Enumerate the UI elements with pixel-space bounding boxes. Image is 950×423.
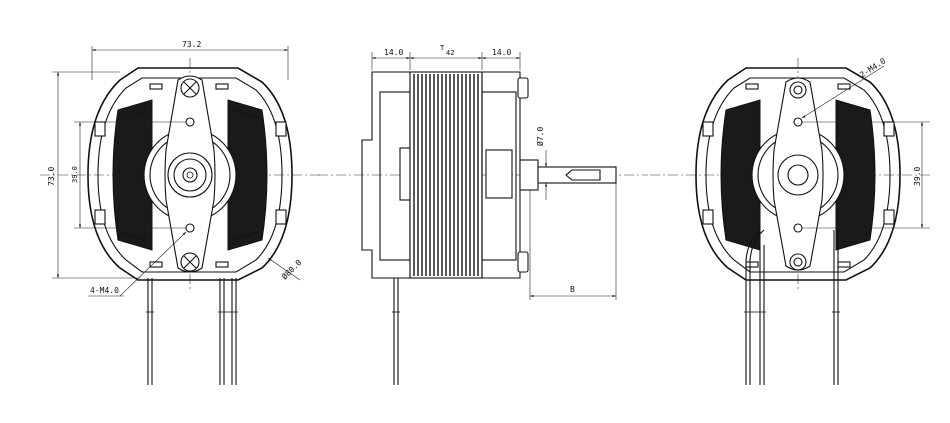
screw-top-icon (180, 78, 200, 98)
side-view: 14.0 T 42 14.0 Ø7.0 B (318, 44, 648, 385)
left-coil (112, 99, 153, 251)
front-lead-wires (146, 278, 238, 385)
lamination-lines (413, 74, 479, 276)
right-coil (227, 99, 268, 251)
dim-center-bottom: 42 (446, 49, 454, 57)
bottom-slot-right (215, 261, 229, 268)
dim-center-top: T (440, 44, 445, 52)
front-bracket (164, 75, 216, 273)
shaft-end (182, 167, 198, 183)
front-view: 73.2 73.0 39.0 Ø80.0 4-M4.0 (40, 40, 320, 385)
left-tab-bottom (94, 209, 106, 225)
back-right-coil (835, 99, 876, 251)
nut-top (517, 77, 529, 99)
shaft-collar (519, 159, 539, 191)
back-nut-bottom (789, 253, 807, 271)
back-tab-lb (702, 209, 714, 225)
dim-height: 73.0 (47, 167, 56, 186)
dim-shaft-length: B (570, 285, 575, 294)
dim-right: 14.0 (492, 48, 511, 57)
dim-width: 73.2 (182, 40, 201, 49)
nut-bottom (517, 251, 529, 273)
back-tab-rb (883, 209, 895, 225)
back-tab-lt (702, 121, 714, 137)
bearing-boss-outer (167, 152, 213, 198)
dim-holes: 4-M4.0 (90, 286, 119, 295)
back-slot-tl (745, 83, 759, 90)
back-left-coil (720, 99, 761, 251)
back-nut-top (789, 81, 807, 99)
right-tab-top (275, 121, 287, 137)
back-bracket (772, 77, 824, 271)
bearing-boss-mid (173, 158, 207, 192)
dim-left: 14.0 (384, 48, 403, 57)
back-slot-bl (745, 261, 759, 268)
back-dim-holes: 2-M4.0 (858, 56, 887, 79)
output-shaft (537, 166, 617, 184)
front-housing-outline (87, 67, 293, 281)
shaft-center (186, 171, 194, 179)
back-lead-wires (744, 229, 840, 385)
side-right-inner (481, 91, 517, 261)
back-boss-inner (787, 164, 809, 186)
back-slot-br (837, 261, 851, 268)
screw-bottom-icon (180, 252, 200, 272)
back-dim-inner-height: 39.0 (913, 167, 922, 186)
top-slot-right (215, 83, 229, 90)
dim-diameter: Ø80.0 (279, 257, 303, 281)
back-view: 2-M4.0 39.0 (650, 56, 930, 385)
right-tab-bottom (275, 209, 287, 225)
shaft-flat (565, 169, 601, 181)
back-housing-outline (695, 67, 901, 281)
left-tab-top (94, 121, 106, 137)
back-tab-rt (883, 121, 895, 137)
top-slot-left (149, 83, 163, 90)
side-right-boss (485, 149, 513, 199)
back-boss-outer (777, 154, 819, 196)
bottom-slot-left (149, 261, 163, 268)
dim-inner-height: 39.0 (71, 166, 79, 183)
dim-shaft: Ø7.0 (535, 127, 545, 146)
back-slot-tr (837, 83, 851, 90)
side-left-boss (399, 147, 411, 201)
